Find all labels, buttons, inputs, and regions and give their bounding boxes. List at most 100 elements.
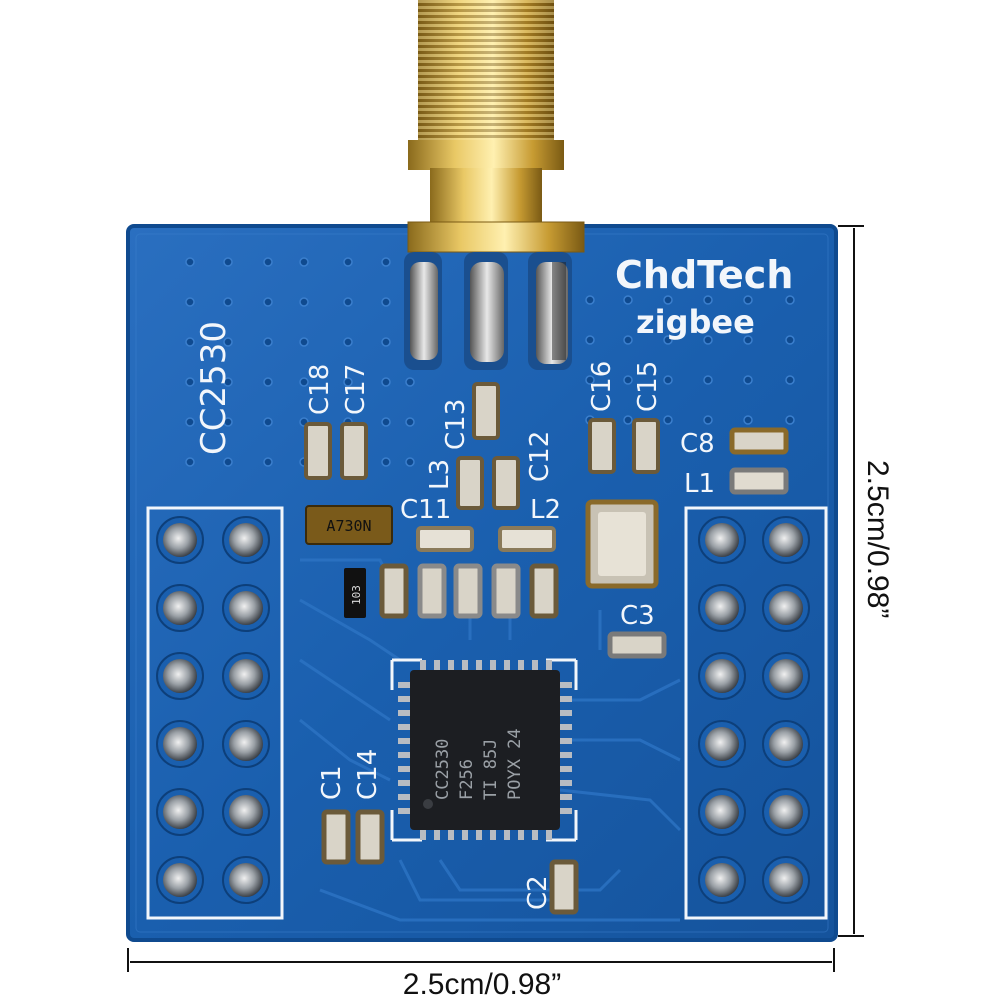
via [623, 295, 633, 305]
via [585, 295, 595, 305]
via [743, 335, 753, 345]
via [623, 415, 633, 425]
product-label: zigbee [636, 303, 755, 341]
via [263, 337, 273, 347]
via [703, 375, 713, 385]
header-pin [229, 659, 263, 693]
via [623, 335, 633, 345]
component-label-c13: C13 [441, 399, 471, 450]
header-pin [769, 591, 803, 625]
header-pin [163, 659, 197, 693]
via [185, 337, 195, 347]
via [343, 257, 353, 267]
via [185, 257, 195, 267]
left-header-outline [146, 506, 284, 920]
via [743, 375, 753, 385]
via [299, 257, 309, 267]
smd-components: A730N 103 [304, 382, 789, 915]
header-pin [705, 727, 739, 761]
via [343, 337, 353, 347]
via [663, 335, 673, 345]
via [223, 257, 233, 267]
via [381, 457, 391, 467]
via [263, 417, 273, 427]
right-pin-header [698, 516, 810, 904]
via [381, 377, 391, 387]
header-pin [163, 591, 197, 625]
height-label: 2.5cm/0.98” [861, 460, 894, 618]
via [585, 375, 595, 385]
width-dimension: 2.5cm/0.98” [127, 948, 835, 1000]
via [223, 337, 233, 347]
via [223, 377, 233, 387]
component-label-c17: C17 [341, 364, 371, 415]
via [185, 377, 195, 387]
via [381, 297, 391, 307]
header-pin [705, 659, 739, 693]
component-label-c11: C11 [400, 495, 451, 525]
via [185, 457, 195, 467]
resistor-marking: 103 [350, 585, 363, 605]
via [785, 415, 795, 425]
via [185, 297, 195, 307]
header-pin [229, 591, 263, 625]
component-label-c2: C2 [523, 875, 553, 910]
header-pin [229, 863, 263, 897]
chip-marking-line: F256 [457, 759, 477, 800]
via [703, 335, 713, 345]
via [263, 457, 273, 467]
component-label-c12: C12 [525, 431, 555, 482]
brand-label: ChdTech [615, 253, 793, 297]
sma-antenna-connector [404, 0, 585, 370]
component-label-c18: C18 [305, 364, 335, 415]
header-pin [769, 863, 803, 897]
header-pin [163, 863, 197, 897]
via [663, 415, 673, 425]
header-pin [705, 523, 739, 557]
via [185, 417, 195, 427]
via [585, 335, 595, 345]
component-label-l2: L2 [530, 495, 561, 525]
via [223, 417, 233, 427]
via [405, 457, 415, 467]
via [263, 297, 273, 307]
via [663, 375, 673, 385]
right-header-outline [684, 506, 828, 920]
via [663, 295, 673, 305]
header-pin [163, 523, 197, 557]
via [381, 417, 391, 427]
height-dimension: 2.5cm/0.98” [838, 225, 894, 937]
via [405, 377, 415, 387]
header-pin [769, 727, 803, 761]
header-pin [769, 795, 803, 829]
via [299, 337, 309, 347]
via [343, 297, 353, 307]
header-pin [229, 523, 263, 557]
via [223, 457, 233, 467]
via [785, 295, 795, 305]
via [299, 297, 309, 307]
header-pin [705, 591, 739, 625]
via [381, 257, 391, 267]
component-label-c8: C8 [680, 429, 715, 459]
header-pin [769, 523, 803, 557]
chip-marking-line: CC2530 [433, 739, 453, 800]
model-label: CC2530 [194, 321, 234, 455]
left-pin-header [156, 516, 270, 904]
via [785, 335, 795, 345]
via [623, 375, 633, 385]
header-pin [705, 795, 739, 829]
component-label-c15: C15 [633, 361, 663, 412]
header-pin [229, 727, 263, 761]
component-label-c14: C14 [353, 749, 383, 800]
via [785, 375, 795, 385]
component-label-c1: C1 [317, 765, 347, 800]
component-label-c16: C16 [587, 361, 617, 412]
via [381, 337, 391, 347]
header-pin [769, 659, 803, 693]
header-pin [705, 863, 739, 897]
